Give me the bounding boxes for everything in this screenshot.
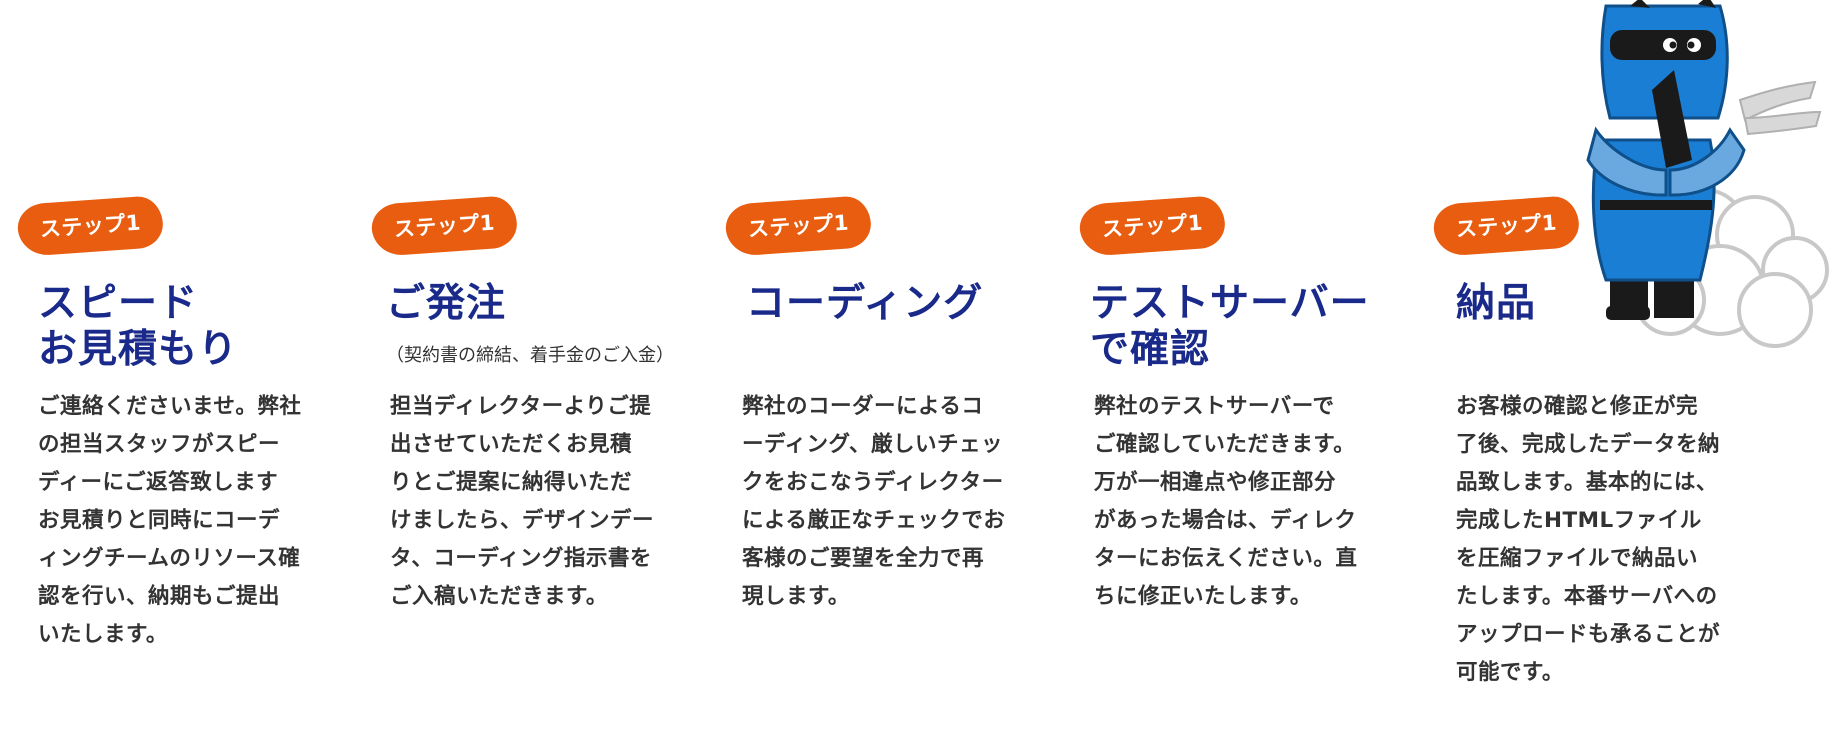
step-badge: ステップ1 (370, 194, 519, 257)
step-card-2: ステップ1 ご発注 （契約書の締結、着手金のご入金） 担当ディレクターよりご提 … (370, 194, 674, 609)
step-body: ご連絡くださいませ。弊社 の担当スタッフがスピー ディーにご返答致します お見積… (38, 394, 302, 647)
step-badge: ステップ1 (724, 194, 873, 257)
step-title: テストサーバー で確認 (1090, 281, 1370, 372)
step-body: 弊社のテストサーバーで ご確認していただきます。 万が一相違点や修正部分 があっ… (1094, 394, 1358, 609)
step-title: スピード お見積もり (38, 281, 239, 372)
step-title: コーディング (746, 281, 984, 326)
step-badge: ステップ1 (1432, 194, 1581, 257)
step-subtitle: （契約書の締結、着手金のご入金） (386, 345, 674, 366)
step-card-4: ステップ1 テストサーバー で確認 弊社のテストサーバーで ご確認していただきま… (1078, 194, 1370, 609)
step-card-5: ステップ1 納品 お客様の確認と修正が完 了後、完成したデータを納 品致します。… (1432, 194, 1724, 685)
ninja-illustration-icon (1570, 0, 1842, 360)
step-card-1: ステップ1 スピード お見積もり ご連絡くださいませ。弊社 の担当スタッフがスピ… (16, 194, 308, 647)
step-badge: ステップ1 (1078, 194, 1227, 257)
step-card-3: ステップ1 コーディング 弊社のコーダーによるコ ーディング、厳しいチェッ クを… (724, 194, 1016, 609)
step-badge: ステップ1 (16, 194, 165, 257)
step-title: 納品 (1456, 281, 1537, 326)
step-body: 弊社のコーダーによるコ ーディング、厳しいチェッ クをおこなうディレクター によ… (742, 394, 1006, 609)
step-body: お客様の確認と修正が完 了後、完成したデータを納 品致します。基本的には、 完成… (1456, 394, 1721, 685)
step-title: ご発注 (386, 281, 507, 326)
step-body: 担当ディレクターよりご提 出させていただくお見積 りとご提案に納得いただ けまし… (390, 394, 655, 609)
